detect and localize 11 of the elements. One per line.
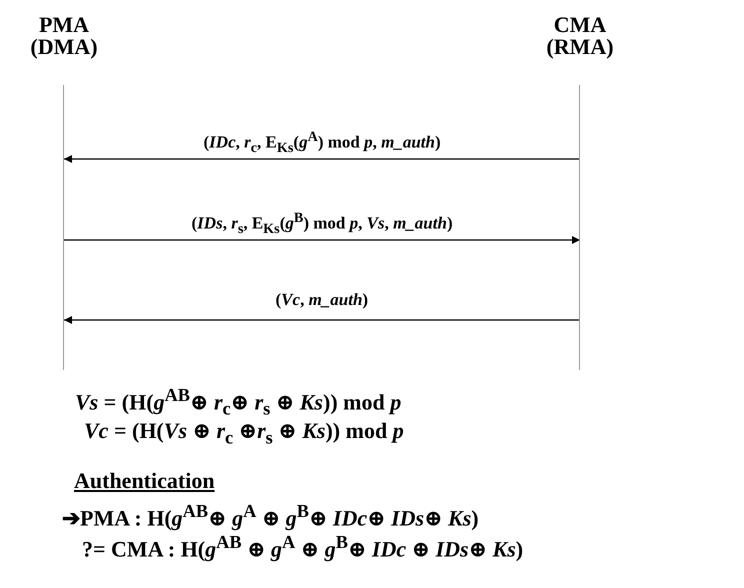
section-heading: Authentication <box>74 468 215 494</box>
formula-text: ?= CMA : H(g$^{AB}$ ⊕ g$^{A}$ ⊕ g$^{B}$⊕ IDc ⊕ IDs⊕ Ks) <box>82 532 524 562</box>
formula-text: Vc = (H(Vs ⊕ r$_{c}$ ⊕r$_{s}$ ⊕ Ks)) mod p <box>84 418 404 448</box>
message-arrow <box>64 316 580 324</box>
formula-text: ➔PMA : H(g$^{AB}$⊕ g$^{A}$ ⊕ g$^{B}$⊕ IDc⊕ IDs⊕ Ks) <box>62 501 479 532</box>
participant-label: PMA (DMA) <box>29 14 99 58</box>
message-arrow <box>64 155 580 163</box>
participant-label: CMA (RMA) <box>545 14 615 58</box>
message-label: (Vc, m_auth) <box>274 290 370 310</box>
formula-text: Vs = (H(g$^{AB}$⊕ r$_{c}$⊕ r$_{s}$ ⊕ Ks)) mod p <box>75 385 402 420</box>
message-arrow <box>64 236 580 244</box>
